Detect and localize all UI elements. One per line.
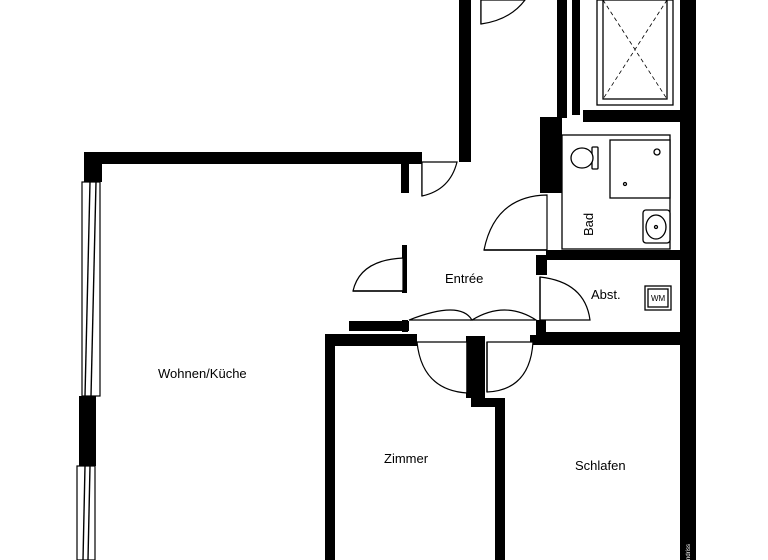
shower-upper-icon (596, 0, 674, 106)
door-living-hall (421, 161, 458, 197)
room-label-living-kitchen: Wohnen/Küche (158, 366, 247, 381)
room-label-bedroom: Schlafen (575, 458, 626, 473)
door-top-corridor (480, 0, 526, 25)
side-caption: ndriss (686, 544, 692, 560)
door-storage (539, 276, 591, 321)
door-zimmer (416, 341, 468, 394)
room-label-bathroom: Bad (581, 213, 596, 236)
shower-tray-icon (609, 139, 671, 199)
toilet-icon (570, 146, 599, 170)
window-left-upper (81, 181, 101, 397)
door-bathroom (483, 194, 548, 251)
room-label-storage: Abst. (591, 287, 621, 302)
door-schlafen (486, 341, 534, 393)
washing-machine-label: WM (651, 294, 666, 303)
window-left-lower (76, 465, 96, 560)
walls (79, 0, 696, 560)
door-bottom-hall (408, 309, 539, 321)
room-label-hall: Entrée (445, 271, 483, 286)
door-living-side (352, 257, 404, 292)
washing-machine-icon: WM (644, 285, 672, 311)
sink-icon (642, 209, 671, 244)
room-label-room: Zimmer (384, 451, 429, 466)
